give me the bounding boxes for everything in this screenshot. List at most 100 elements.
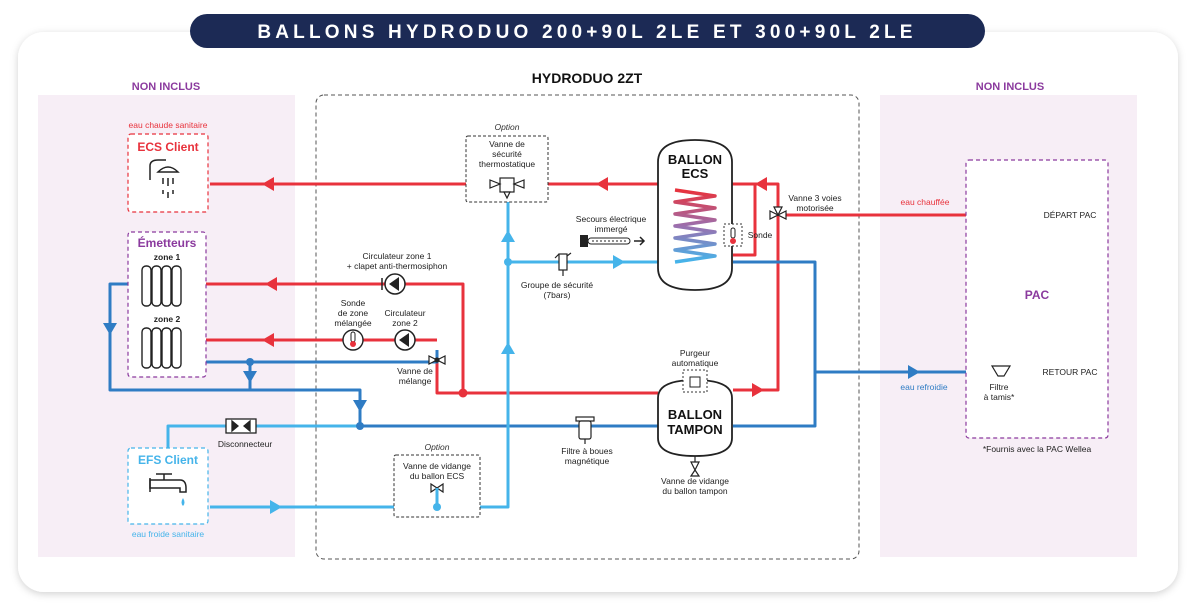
vidange-tampon-line1: Vanne de vidange [661, 476, 729, 486]
tank-sensor-icon [723, 223, 743, 247]
sonde-zone-line3: mélangée [334, 318, 372, 328]
filtre-boues-line2: magnétique [565, 456, 610, 466]
eau-refroidie-label: eau refroidie [900, 382, 948, 392]
circulateur2-line2: zone 2 [392, 318, 418, 328]
pipe-zone1-return [108, 282, 658, 428]
arrow-ecs-left2 [596, 177, 608, 191]
immersion-heater-icon [580, 235, 646, 247]
pac-title: PAC [1025, 288, 1050, 302]
filtre-tamis-line2: à tamis* [984, 392, 1015, 402]
ballon-ecs-line1: BALLON [668, 152, 722, 167]
faucet-icon [149, 473, 187, 493]
circulateur1-line2: + clapet anti-thermosiphon [347, 261, 448, 271]
zone1-label: zone 1 [154, 252, 181, 262]
mixing-valve-icon [428, 355, 446, 365]
pipe-coil-in [733, 260, 817, 372]
purgeur-line2: automatique [672, 358, 719, 368]
arrow-efs-right [270, 500, 282, 514]
pipe-retour-pac [733, 370, 1030, 428]
radiator-zone1-icon [141, 265, 182, 307]
efs-client-title: EFS Client [138, 453, 198, 467]
filtre-boues-line1: Filtre à boues [561, 446, 613, 456]
vanne-melange-line2: mélange [399, 376, 432, 386]
right-section-label: NON INCLUS [976, 81, 1044, 93]
sonde-zone-line2: de zone [338, 308, 369, 318]
vanne-securite-line1: Vanne de [489, 139, 525, 149]
sonde-zone-line1: Sonde [341, 298, 366, 308]
vanne-melange-line1: Vanne de [397, 366, 433, 376]
arrow-ecs-left [262, 177, 274, 191]
circulateur2-line1: Circulateur [384, 308, 425, 318]
junction-return [356, 422, 364, 430]
three-way-valve-icon [769, 206, 787, 220]
ecs-client-title: ECS Client [137, 140, 198, 154]
circulator-zone2-icon [394, 329, 416, 351]
arrow-ecs-in [613, 255, 625, 269]
drain-valve-tampon-icon [689, 456, 701, 477]
title-banner [190, 14, 985, 48]
arrow-efs-up [501, 230, 515, 242]
option-bottom-label: Option [424, 442, 449, 452]
arrow-efs-up2 [501, 342, 515, 354]
thermometer-icon [342, 329, 364, 351]
groupe-securite-line2: (7bars) [544, 290, 571, 300]
drain-valve-ecs-icon [430, 482, 444, 504]
center-module-border [315, 94, 860, 560]
disconnecteur-icon [225, 418, 257, 434]
vanne3-line2: motorisée [796, 203, 834, 213]
title-text: BALLONS HYDRODUO 200+90L 2LE ET 300+90L … [257, 22, 916, 43]
arrow-to-tampon [752, 383, 778, 397]
ballon-ecs-line2: ECS [682, 166, 709, 181]
vidange-ecs-line2: du ballon ECS [410, 471, 465, 481]
depart-pac-label: DÉPART PAC [1044, 210, 1097, 220]
pipe-coil-return [733, 184, 757, 257]
vanne-securite-line3: thermostatique [479, 159, 535, 169]
vanne3-line1: Vanne 3 voies [788, 193, 841, 203]
strainer-filter-icon [990, 365, 1012, 377]
efs-client-caption: eau froide sanitaire [132, 529, 205, 539]
arrow-top-left [755, 177, 767, 191]
option-top-label: Option [494, 122, 519, 132]
arrow-return-down3 [353, 400, 367, 412]
purgeur-line1: Purgeur [680, 348, 710, 358]
pipe-efs-main [210, 200, 510, 509]
ballon-tampon-line2: TAMPON [667, 422, 722, 437]
left-section-label: NON INCLUS [132, 81, 200, 93]
magnetic-filter-icon [575, 416, 595, 444]
circulateur1-line1: Circulateur zone 1 [363, 251, 432, 261]
vidange-ecs-line1: Vanne de vidange [403, 461, 471, 471]
circulator-zone1-icon [381, 273, 406, 295]
ecs-client-box [127, 133, 209, 213]
disconnecteur-label: Disconnecteur [218, 439, 273, 449]
option-vanne-securite-box [465, 135, 549, 203]
ballon-tampon-tank: BALLON TAMPON [657, 369, 733, 457]
ecs-client-caption: eau chaude sanitaire [129, 120, 208, 130]
option-vidange-ecs-box [393, 454, 481, 518]
pac-footnote: *Fournis avec la PAC Wellea [983, 444, 1092, 454]
filtre-tamis-line1: Filtre [990, 382, 1009, 392]
vidange-ecs-junction [433, 503, 441, 511]
pipe-efs-disconnect [166, 424, 360, 448]
arrow-return-down [103, 323, 117, 335]
arrow-return-down2 [243, 371, 257, 383]
sonde-ballon-label: Sonde [748, 230, 773, 240]
radiator-zone2-icon [141, 327, 182, 369]
ballon-ecs-tank: BALLON ECS [657, 139, 733, 291]
vanne-securite-line2: sécurité [492, 149, 522, 159]
center-section-label: HYDRODUO 2ZT [532, 70, 643, 86]
pipe-tampon-out [435, 360, 658, 395]
retour-pac-label: RETOUR PAC [1043, 367, 1098, 377]
secours-line2: immergé [594, 224, 627, 234]
safety-group-icon [554, 252, 572, 276]
junction-cold [504, 258, 512, 266]
junction-hot [458, 388, 468, 398]
junction-zone2 [246, 358, 254, 366]
shower-icon [149, 159, 180, 198]
arrow-zone1 [265, 277, 277, 291]
zone2-label: zone 2 [154, 314, 181, 324]
arrow-zone2 [262, 333, 274, 347]
ballon-tampon-line1: BALLON [668, 407, 722, 422]
thermostatic-valve-icon [489, 177, 525, 200]
